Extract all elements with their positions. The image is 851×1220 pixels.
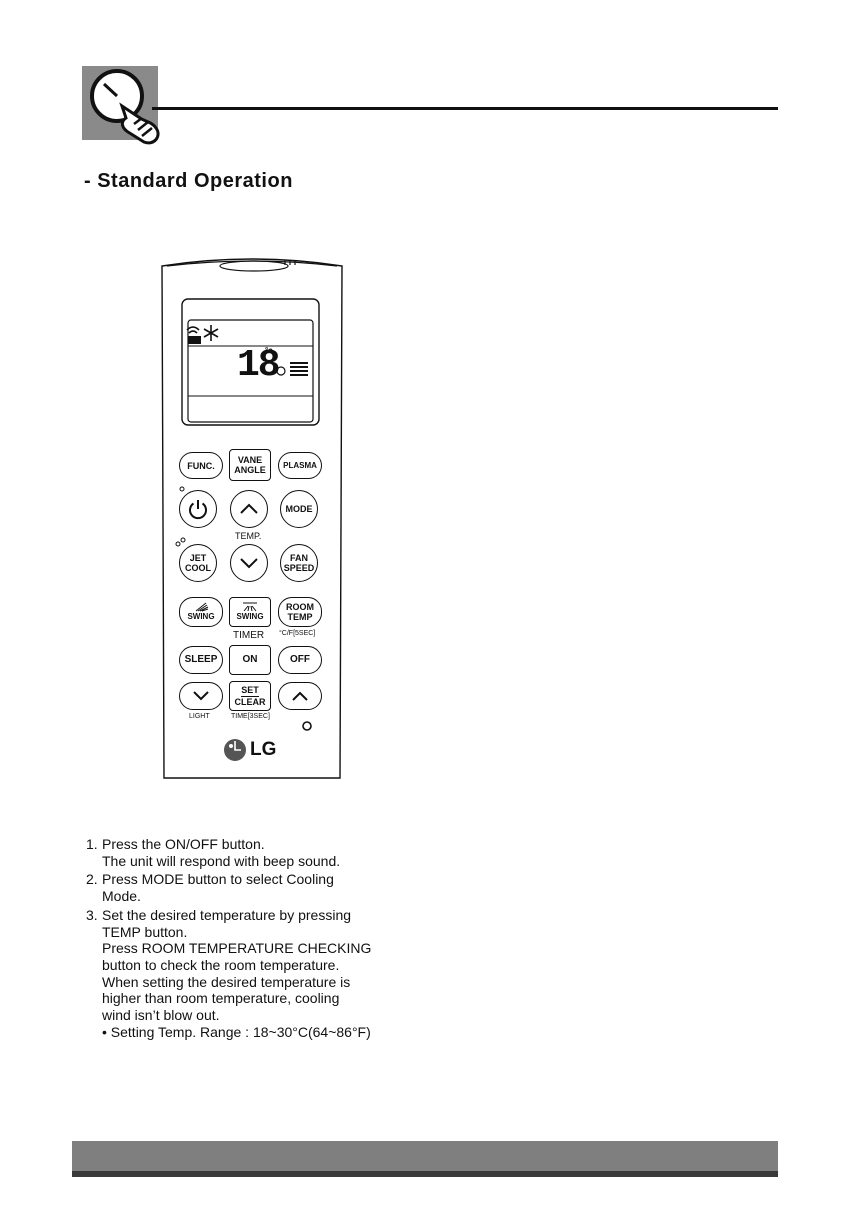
- off-button[interactable]: OFF: [278, 646, 322, 674]
- step-number: 1.: [86, 836, 98, 852]
- step-line: Press ROOM TEMPERATURE CHECKING: [102, 940, 372, 957]
- step-number: 3.: [86, 906, 98, 923]
- step-line: The unit will respond with beep sound.: [102, 852, 341, 869]
- step-line: Press MODE button to select Cooling: [102, 871, 334, 888]
- on-button[interactable]: ON: [229, 645, 271, 675]
- mode-label: MODE: [285, 504, 313, 514]
- light-label: LIGHT: [189, 713, 210, 720]
- plasma-button[interactable]: PLASMA: [278, 452, 322, 479]
- swing-horizontal-button[interactable]: SWING: [229, 597, 271, 627]
- temp-label: TEMP.: [235, 531, 262, 541]
- timer-label: TIMER: [233, 630, 265, 641]
- power-button[interactable]: [179, 490, 217, 528]
- swing-label-2: SWING: [236, 612, 264, 621]
- step-2: 2. Press MODE button to select Cooling M…: [86, 871, 466, 904]
- cf-label: °C/F[5SEC]: [279, 630, 316, 637]
- sleep-button[interactable]: SLEEP: [179, 646, 223, 674]
- step-line: • Setting Temp. Range : 18~30°C(64~86°F): [102, 1023, 371, 1040]
- swing-vertical-icon: [195, 602, 209, 612]
- room-label-1: ROOM: [286, 602, 314, 612]
- func-button[interactable]: FUNC.: [179, 452, 223, 479]
- off-label: OFF: [290, 654, 310, 665]
- chevron-up-icon: [240, 503, 258, 514]
- room-label-2: TEMP: [287, 612, 313, 622]
- section-title: - Standard Operation: [84, 170, 293, 192]
- step-line: wind isn’t blow out.: [102, 1007, 220, 1024]
- display-temperature: 18: [237, 344, 281, 387]
- step-line: Set the desired temperature by pressing: [102, 906, 352, 923]
- footer-line: [72, 1171, 778, 1177]
- fan-label-2: SPEED: [283, 563, 315, 573]
- power-icon: [189, 500, 207, 520]
- room-temp-button[interactable]: ROOM TEMP: [278, 597, 322, 627]
- jet-cool-button[interactable]: JET COOL: [179, 544, 217, 582]
- set-clear-button[interactable]: SET CLEAR: [229, 681, 271, 711]
- swing-horizontal-icon: [243, 602, 257, 612]
- clear-label: CLEAR: [234, 697, 266, 707]
- plasma-label: PLASMA: [283, 460, 317, 470]
- fan-label-1: FAN: [290, 553, 308, 563]
- hand-pointer-icon: [82, 66, 160, 145]
- time-label: TIME[3SEC]: [231, 713, 270, 720]
- step-1: 1. Press the ON/OFF button. The unit wil…: [86, 836, 466, 869]
- temp-up-button[interactable]: [230, 490, 268, 528]
- vane-label-2: ANGLE: [234, 465, 266, 475]
- display-unit: °c: [265, 346, 273, 355]
- step-3: 3. Set the desired temperature by pressi…: [86, 907, 466, 1041]
- swing-vertical-button[interactable]: SWING: [179, 597, 223, 627]
- set-label: SET: [241, 685, 259, 697]
- step-line: When setting the desired temperature is: [102, 973, 351, 990]
- timer-up-button[interactable]: [278, 682, 322, 710]
- step-line: higher than room temperature, cooling: [102, 990, 340, 1007]
- remote-control: 18 °c FUNC. VANE ANGLE PLASMA MODE TEMP.…: [157, 254, 347, 780]
- chevron-down-icon: [193, 691, 209, 701]
- step-line: Mode.: [102, 888, 141, 905]
- mode-button[interactable]: MODE: [280, 490, 318, 528]
- jet-label-1: JET: [189, 553, 207, 563]
- step-line: Press the ON/OFF button.: [102, 836, 265, 852]
- jet-label-2: COOL: [185, 563, 211, 573]
- vane-label-1: VANE: [237, 455, 263, 465]
- step-number: 2.: [86, 871, 98, 888]
- swing-label-1: SWING: [187, 612, 215, 621]
- timer-down-button[interactable]: [179, 682, 223, 710]
- step-line: button to check the room temperature.: [102, 956, 340, 973]
- vane-angle-button[interactable]: VANE ANGLE: [229, 449, 271, 481]
- chevron-up-icon: [292, 691, 308, 701]
- footer-bar: [72, 1141, 778, 1171]
- step-line: TEMP button.: [102, 923, 188, 940]
- func-label: FUNC.: [187, 460, 215, 471]
- fan-speed-button[interactable]: FAN SPEED: [280, 544, 318, 582]
- chevron-down-icon: [240, 558, 258, 569]
- brand-logo-text: LG: [250, 739, 277, 760]
- sleep-label: SLEEP: [184, 654, 218, 665]
- instruction-steps: 1. Press the ON/OFF button. The unit wil…: [86, 836, 466, 1040]
- temp-down-button[interactable]: [230, 544, 268, 582]
- header-rule: [152, 107, 778, 110]
- on-label: ON: [242, 654, 258, 665]
